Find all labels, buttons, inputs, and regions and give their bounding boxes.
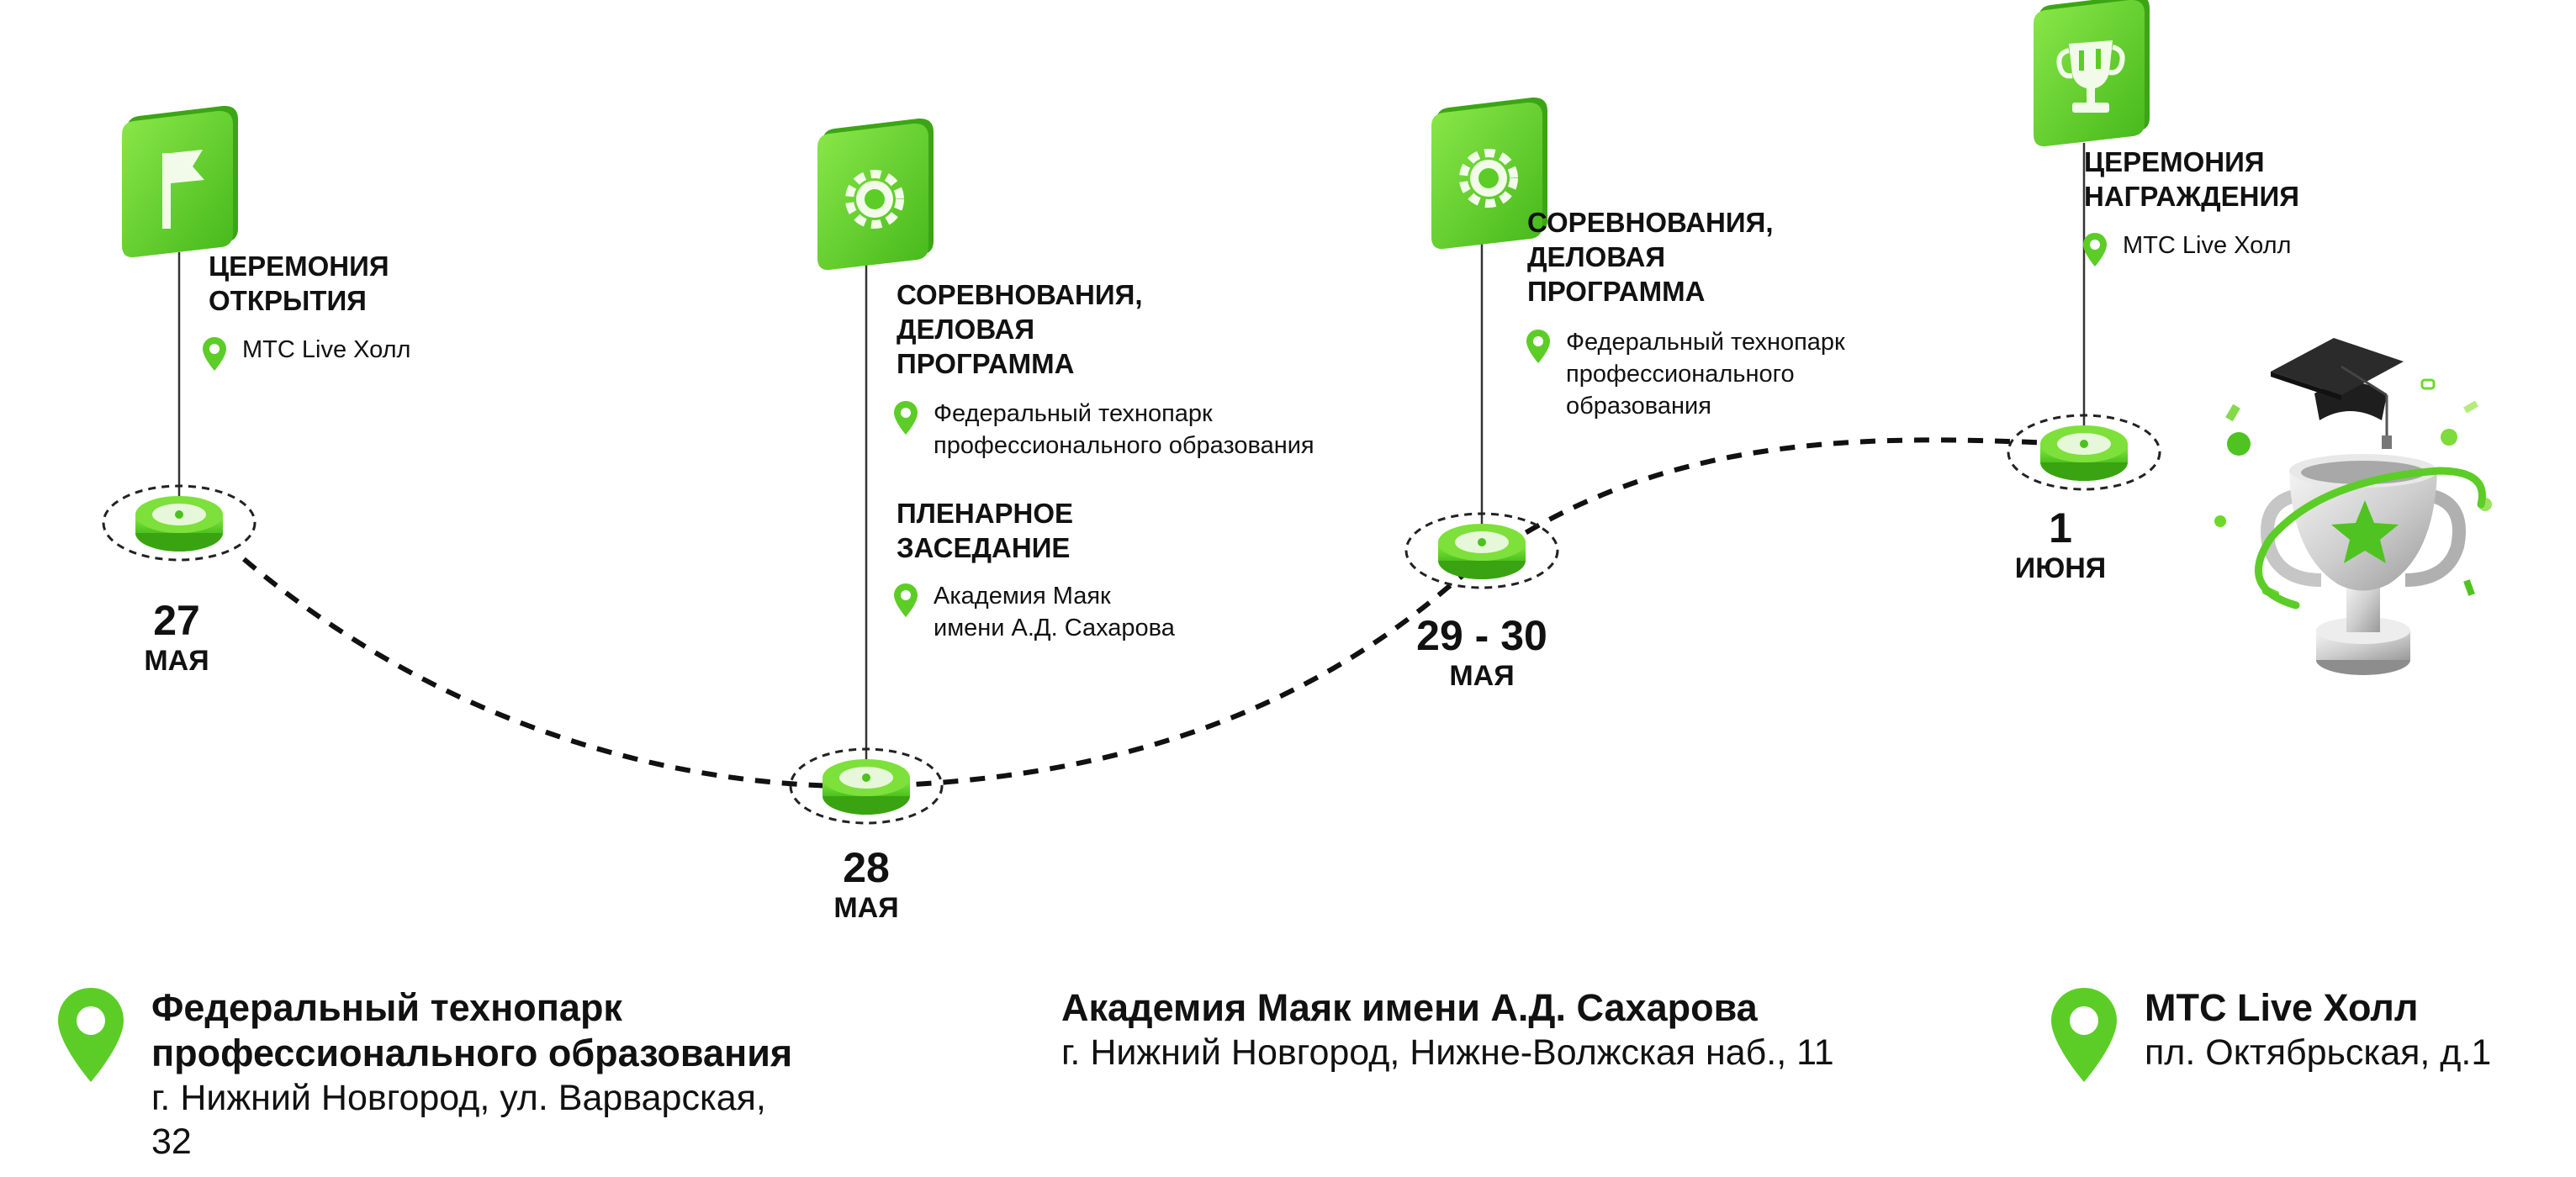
event-location: Федеральный технопарк профессионального … bbox=[1526, 326, 1845, 422]
location-pin-icon bbox=[203, 337, 226, 371]
gear-icon bbox=[1431, 97, 1547, 250]
venue-academy: Академия Маяк имени А.Д. Сахарова г. Ниж… bbox=[1061, 986, 1834, 1073]
timeline-marker-1 bbox=[102, 484, 257, 562]
flag-icon bbox=[122, 105, 238, 258]
trophy-icon bbox=[2034, 0, 2150, 147]
event-date: 29 - 30 МАЯ bbox=[1416, 612, 1547, 692]
location-pin-icon bbox=[58, 988, 124, 1082]
location-pin-icon bbox=[2083, 233, 2107, 267]
location-pin-icon bbox=[894, 583, 918, 617]
event-date: 28 МАЯ bbox=[833, 844, 899, 924]
event-title: ПЛЕНАРНОЕ ЗАСЕДАНИЕ bbox=[897, 498, 1074, 563]
location-pin-icon bbox=[1526, 330, 1550, 363]
event-location: Федеральный технопарк профессионального … bbox=[893, 398, 1314, 462]
event-location: МТС Live Холл bbox=[202, 334, 410, 372]
venue-technopark: Федеральный технопарк профессионального … bbox=[56, 985, 792, 1164]
event-date: 27 МАЯ bbox=[144, 597, 209, 677]
event-title: ЦЕРЕМОНИЯ ОТКРЫТИЯ bbox=[209, 251, 389, 316]
venue-mts-live-hall: МТС Live Холл пл. Октябрьская, д.1 bbox=[2049, 985, 2491, 1085]
event-location: Академия Маяк имени А.Д. Сахарова bbox=[893, 580, 1175, 644]
trophy-with-graduation-cap-icon bbox=[2214, 338, 2492, 675]
location-pin-icon bbox=[894, 401, 918, 435]
event-title: СОРЕВНОВАНИЯ, ДЕЛОВАЯ ПРОГРАММА bbox=[1527, 207, 1774, 307]
gear-icon bbox=[817, 118, 934, 271]
event-date: 1 ИЮНЯ bbox=[2014, 504, 2107, 584]
timeline-path bbox=[242, 437, 2078, 789]
event-title: ЦЕРЕМОНИЯ НАГРАЖДЕНИЯ bbox=[2084, 146, 2299, 212]
event-title: СОРЕВНОВАНИЯ, ДЕЛОВАЯ ПРОГРАММА bbox=[897, 279, 1143, 379]
location-pin-icon bbox=[2051, 988, 2117, 1082]
timeline-marker-4 bbox=[2007, 414, 2161, 491]
timeline-marker-2 bbox=[789, 747, 944, 825]
event-location: МТС Live Холл bbox=[2082, 230, 2291, 267]
timeline-marker-3 bbox=[1404, 512, 1559, 589]
